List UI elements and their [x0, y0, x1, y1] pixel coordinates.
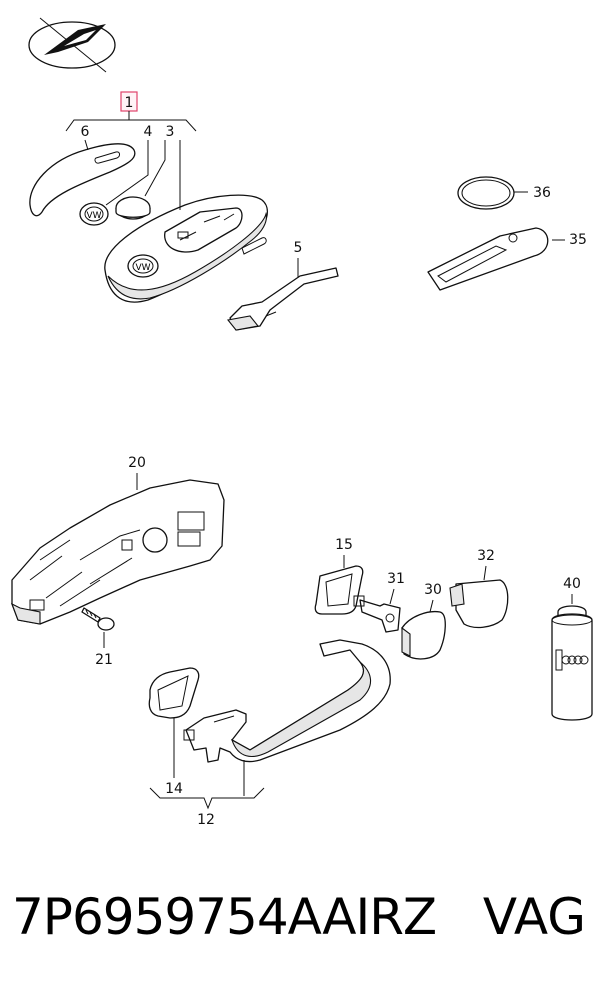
- footer-bar: 7P6959754AAIRZ VAG: [0, 870, 600, 980]
- gasket-seal-rear[interactable]: [314, 565, 364, 615]
- callout-12[interactable]: 12: [197, 812, 215, 828]
- rings-logo-icon: [561, 655, 589, 665]
- callout-4[interactable]: 4: [144, 124, 153, 140]
- key-cover-shell[interactable]: [29, 139, 136, 217]
- door-handle[interactable]: [183, 639, 391, 796]
- svg-text:VW: VW: [135, 263, 150, 273]
- o-ring[interactable]: [457, 176, 528, 210]
- callout-1-label: 1: [125, 95, 134, 111]
- callout-31[interactable]: 31: [387, 571, 405, 587]
- coin-battery[interactable]: [115, 140, 166, 220]
- callout-32[interactable]: 32: [477, 548, 495, 564]
- callout-20[interactable]: 20: [128, 455, 146, 471]
- callout-21[interactable]: 21: [95, 652, 113, 668]
- callout-15[interactable]: 15: [335, 537, 353, 553]
- gasket-seal-front[interactable]: [148, 667, 200, 778]
- callout-36[interactable]: 36: [533, 185, 551, 201]
- callout-40[interactable]: 40: [563, 576, 581, 592]
- part-number-text: 7P6959754AAIRZ: [12, 888, 437, 946]
- screw[interactable]: [81, 607, 115, 648]
- key-fob-housing[interactable]: VW: [104, 140, 268, 303]
- handle-cap-lock[interactable]: [401, 610, 446, 660]
- vw-badge[interactable]: VW: [79, 140, 149, 226]
- vw-logo-emblem-icon: [28, 17, 116, 73]
- parts-diagram: 1 6 4 3 VW VW 5: [10, 17, 593, 828]
- svg-text:VW: VW: [86, 211, 101, 221]
- callout-30[interactable]: 30: [424, 582, 442, 598]
- callout-35[interactable]: 35: [569, 232, 587, 248]
- callout-14[interactable]: 14: [165, 781, 183, 797]
- emergency-key-blade[interactable]: [226, 258, 339, 331]
- callout-3[interactable]: 3: [166, 124, 175, 140]
- callout-5[interactable]: 5: [294, 240, 303, 256]
- callout-1[interactable]: 1: [120, 91, 138, 112]
- lubricant-spray-can[interactable]: [551, 605, 593, 721]
- handle-carrier-bracket[interactable]: [10, 479, 225, 625]
- lock-cylinder[interactable]: [353, 595, 401, 633]
- key-tag-label[interactable]: [427, 227, 565, 291]
- callout-6[interactable]: 6: [81, 124, 90, 140]
- brand-text: VAG: [482, 888, 586, 946]
- handle-cap-blank[interactable]: [449, 579, 509, 629]
